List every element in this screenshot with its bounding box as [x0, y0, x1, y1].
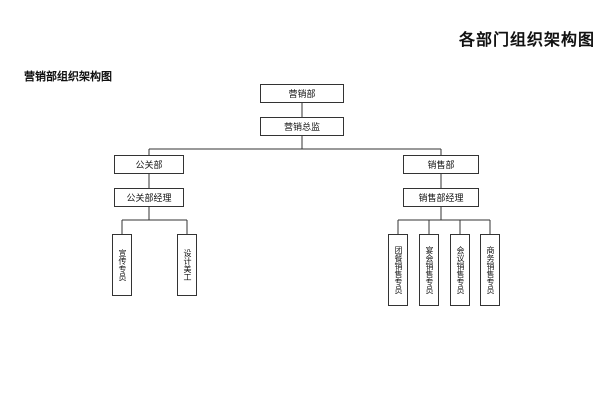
node-sales-staff: 宴会销售专员	[419, 234, 439, 306]
node-root-label: 营销部	[288, 90, 316, 100]
node-sales-staff-label: 宴会销售专员	[425, 246, 434, 294]
node-sales-manager: 销售部经理	[403, 188, 479, 207]
node-sales-staff-label: 会议销售专员	[456, 246, 465, 294]
node-pr-staff: 设计美工	[177, 234, 197, 296]
node-director-label: 营销总监	[283, 123, 320, 133]
node-director: 营销总监	[260, 117, 344, 136]
node-root: 营销部	[260, 84, 344, 103]
node-pr-dept-label: 公关部	[135, 161, 163, 171]
node-pr-manager: 公关部经理	[114, 188, 184, 207]
node-sales-staff-label: 商务销售专员	[486, 246, 495, 294]
node-sales-staff: 团餐销售专员	[388, 234, 408, 306]
section-title: 营销部组织架构图	[24, 70, 112, 83]
node-sales-staff-label: 团餐销售专员	[394, 246, 403, 294]
node-sales-dept: 销售部	[403, 155, 479, 174]
node-pr-staff: 宣传专员	[112, 234, 132, 296]
node-sales-staff: 商务销售专员	[480, 234, 500, 306]
node-sales-staff: 会议销售专员	[450, 234, 470, 306]
node-pr-dept: 公关部	[114, 155, 184, 174]
page-title: 各部门组织架构图	[458, 30, 595, 49]
node-pr-manager-label: 公关部经理	[126, 194, 172, 204]
node-sales-manager-label: 销售部经理	[418, 194, 464, 204]
node-sales-dept-label: 销售部	[427, 161, 455, 171]
node-pr-staff-label: 宣传专员	[118, 249, 127, 281]
node-pr-staff-label: 设计美工	[183, 249, 192, 281]
